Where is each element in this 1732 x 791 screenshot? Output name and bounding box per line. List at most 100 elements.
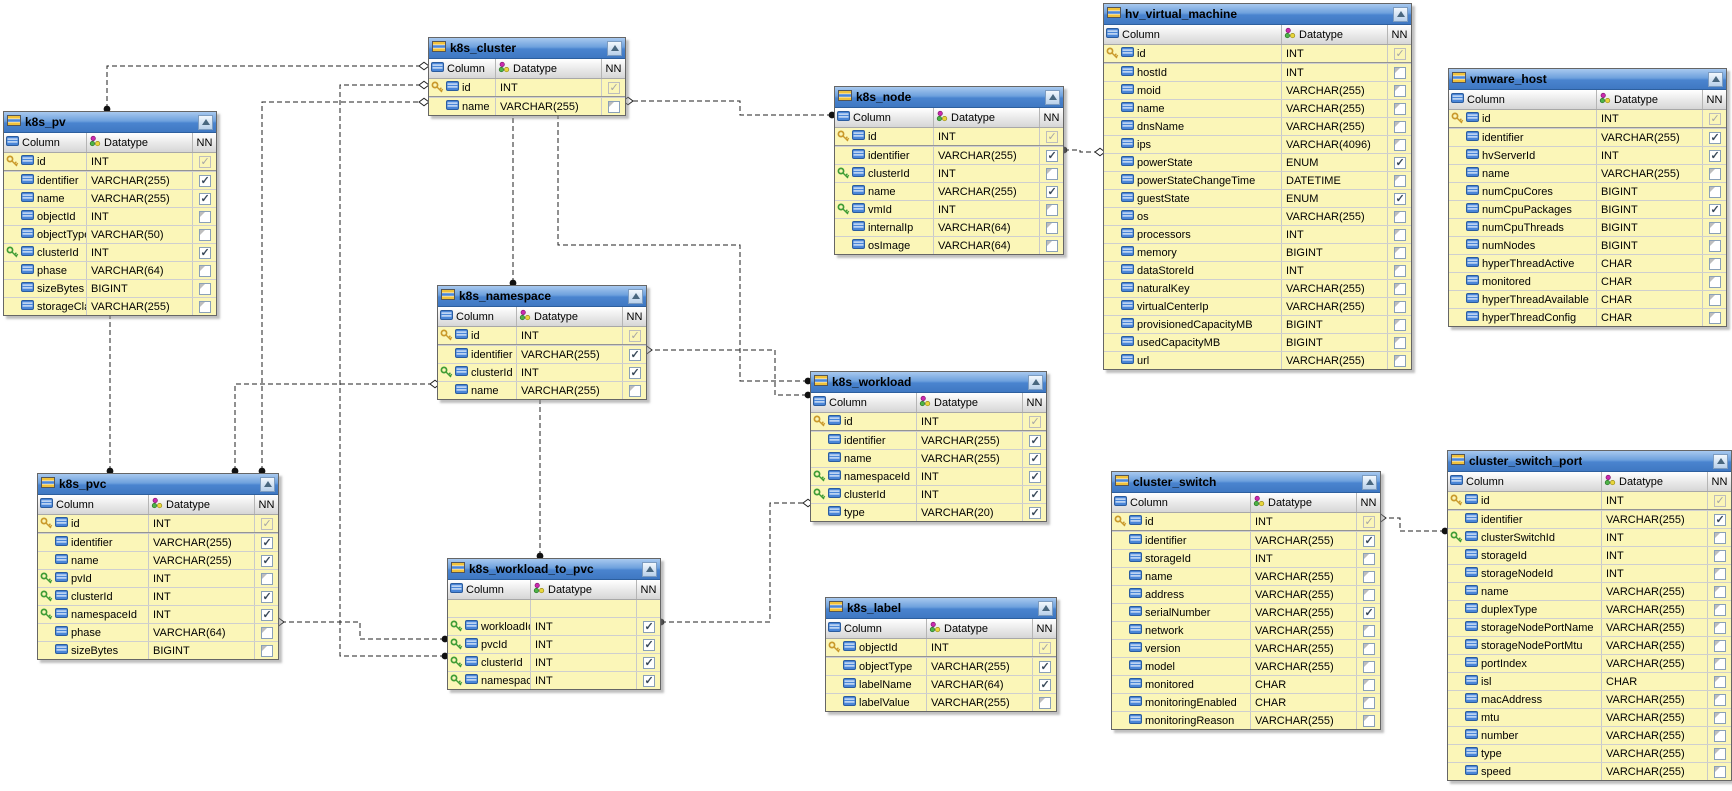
collapse-button[interactable] <box>607 40 622 56</box>
notnull-checkbox[interactable] <box>1362 660 1375 673</box>
notnull-checkbox[interactable] <box>1028 415 1041 428</box>
notnull-checkbox[interactable] <box>1713 513 1726 526</box>
notnull-checkbox[interactable] <box>1713 639 1726 652</box>
notnull-checkbox[interactable] <box>1713 711 1726 724</box>
notnull-checkbox[interactable] <box>1708 239 1721 252</box>
notnull-checkbox[interactable] <box>1362 515 1375 528</box>
notnull-checkbox[interactable] <box>1708 112 1721 125</box>
notnull-checkbox[interactable] <box>1393 228 1406 241</box>
table-titlebar[interactable]: k8s_pv <box>4 112 216 133</box>
notnull-checkbox[interactable] <box>1362 624 1375 637</box>
table-titlebar[interactable]: k8s_pvc <box>38 474 278 495</box>
relation-k8s_workload_to_pvc-workloadId-to-k8s_workload[interactable] <box>657 498 814 626</box>
notnull-checkbox[interactable] <box>1708 131 1721 144</box>
notnull-checkbox[interactable] <box>1708 293 1721 306</box>
notnull-checkbox[interactable] <box>1708 203 1721 216</box>
notnull-checkbox[interactable] <box>260 517 273 530</box>
collapse-button[interactable] <box>260 476 275 492</box>
notnull-checkbox[interactable] <box>1393 336 1406 349</box>
table-k8s_cluster[interactable]: k8s_cluster Column Datatype NN idINTname… <box>428 37 626 116</box>
notnull-checkbox[interactable] <box>198 228 211 241</box>
notnull-checkbox[interactable] <box>642 638 655 651</box>
table-k8s_pv[interactable]: k8s_pv Column Datatype NN idINTidentifie… <box>3 111 217 316</box>
notnull-checkbox[interactable] <box>1045 149 1058 162</box>
notnull-checkbox[interactable] <box>1045 203 1058 216</box>
notnull-checkbox[interactable] <box>1393 102 1406 115</box>
table-k8s_workload_to_pvc[interactable]: k8s_workload_to_pvc Column Datatype NN w… <box>447 558 661 690</box>
notnull-checkbox[interactable] <box>1362 552 1375 565</box>
notnull-checkbox[interactable] <box>260 536 273 549</box>
relation-k8s_pvc-namespaceId-to-k8s_namespace[interactable] <box>231 379 441 475</box>
relation-k8s_pvc-clusterId-to-k8s_cluster[interactable] <box>258 97 430 475</box>
column-row-storageClass[interactable]: storageClassVARCHAR(255) <box>4 297 216 315</box>
notnull-checkbox[interactable] <box>1713 549 1726 562</box>
notnull-checkbox[interactable] <box>1708 149 1721 162</box>
table-titlebar[interactable]: k8s_namespace <box>438 286 646 307</box>
notnull-checkbox[interactable] <box>1393 300 1406 313</box>
notnull-checkbox[interactable] <box>642 620 655 633</box>
notnull-checkbox[interactable] <box>1713 531 1726 544</box>
relation-k8s_namespace-clusterId-to-k8s_cluster[interactable] <box>507 107 519 287</box>
notnull-checkbox[interactable] <box>1045 221 1058 234</box>
table-titlebar[interactable]: cluster_switch_port <box>1448 451 1731 472</box>
notnull-checkbox[interactable] <box>1713 567 1726 580</box>
notnull-checkbox[interactable] <box>1393 318 1406 331</box>
notnull-checkbox[interactable] <box>198 192 211 205</box>
notnull-checkbox[interactable] <box>1393 354 1406 367</box>
notnull-checkbox[interactable] <box>198 155 211 168</box>
collapse-button[interactable] <box>1713 453 1728 469</box>
table-titlebar[interactable]: k8s_node <box>835 87 1063 108</box>
table-titlebar[interactable]: k8s_label <box>826 598 1056 619</box>
notnull-checkbox[interactable] <box>1362 570 1375 583</box>
notnull-checkbox[interactable] <box>642 656 655 669</box>
collapse-button[interactable] <box>1362 474 1377 490</box>
notnull-checkbox[interactable] <box>1362 678 1375 691</box>
notnull-checkbox[interactable] <box>1713 621 1726 634</box>
collapse-button[interactable] <box>1038 600 1053 616</box>
collapse-button[interactable] <box>1708 71 1723 87</box>
